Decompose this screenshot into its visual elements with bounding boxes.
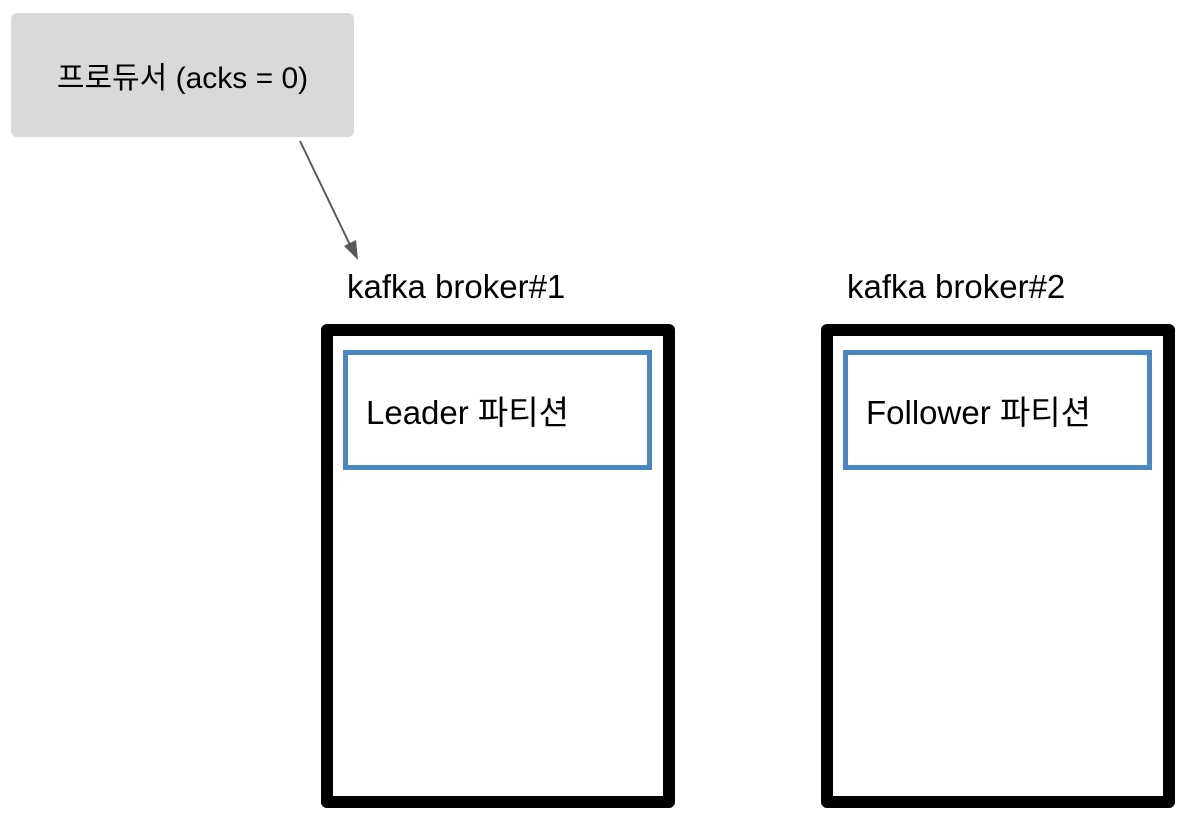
producer-node: 프로듀서 (acks = 0) [11, 13, 354, 137]
broker1-box: Leader 파티션 [321, 324, 675, 808]
producer-label: 프로듀서 (acks = 0) [56, 62, 309, 95]
leader-partition: Leader 파티션 [343, 350, 652, 470]
follower-partition: Follower 파티션 [843, 350, 1152, 470]
arrow-head-icon [344, 240, 358, 260]
follower-partition-label: Follower 파티션 [866, 394, 1091, 431]
broker2-box: Follower 파티션 [821, 324, 1175, 808]
broker1-label: kafka broker#1 [347, 268, 566, 305]
leader-partition-label: Leader 파티션 [366, 394, 570, 431]
broker2-label: kafka broker#2 [847, 268, 1066, 305]
